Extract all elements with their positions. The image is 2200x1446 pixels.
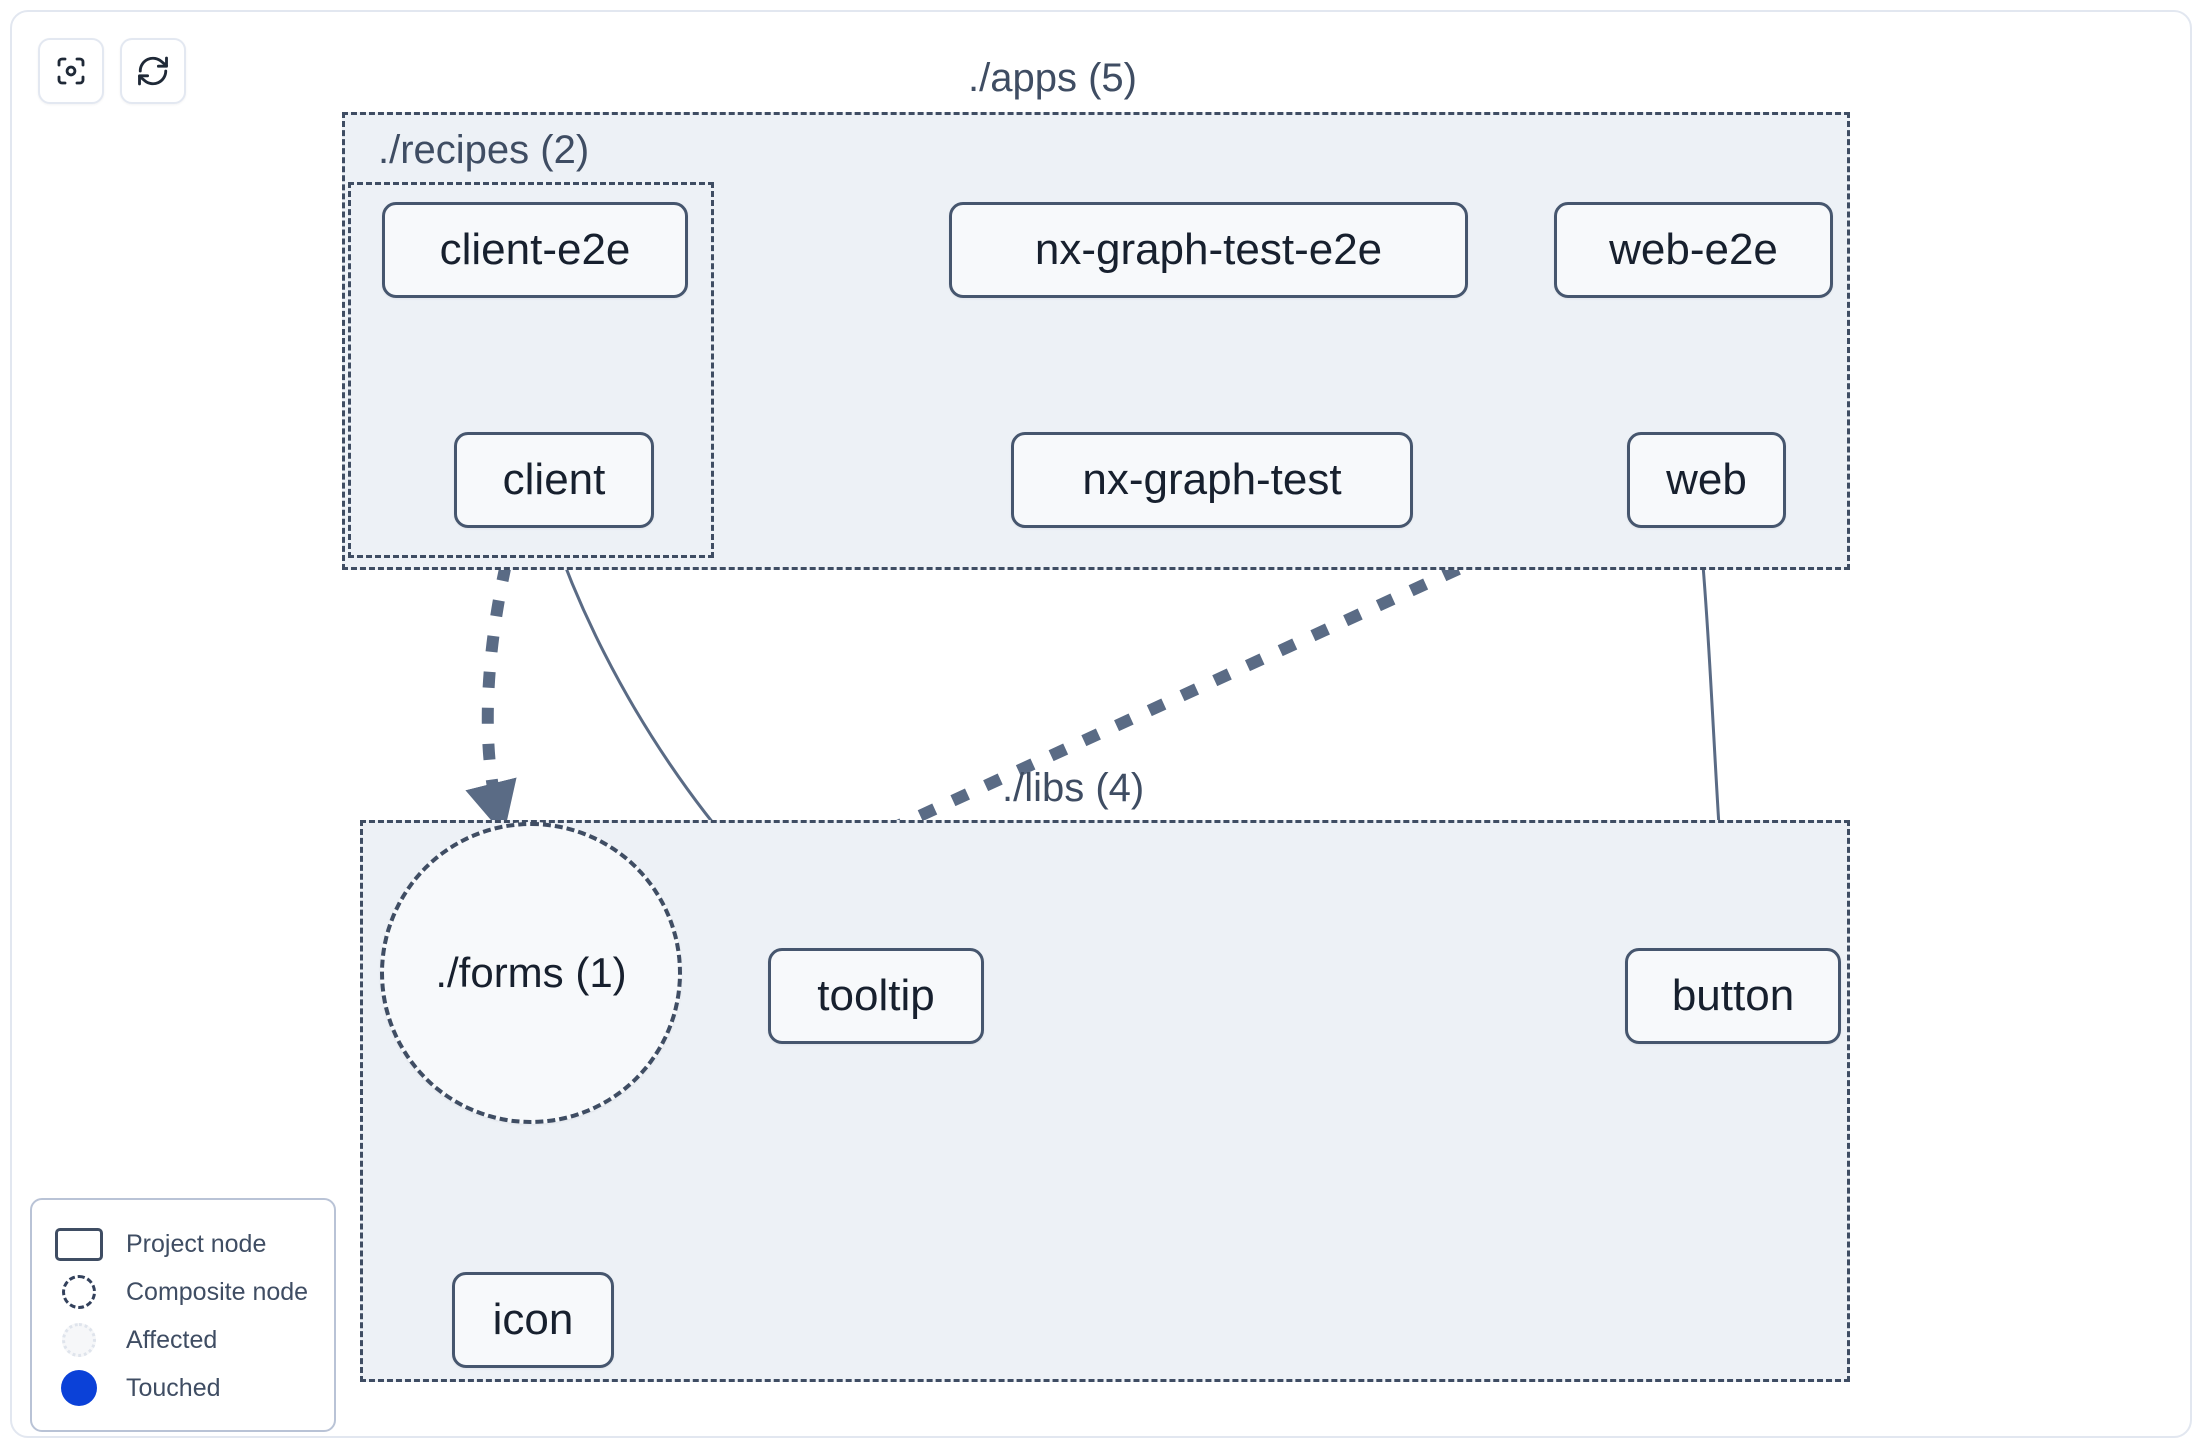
legend-label-touched: Touched bbox=[126, 1373, 221, 1402]
group-apps-label: ./apps (5) bbox=[968, 56, 1137, 100]
focus-target-icon bbox=[53, 53, 89, 89]
graph-node-web[interactable]: web bbox=[1627, 432, 1786, 528]
graph-legend: Project node Composite node Affected Tou… bbox=[30, 1198, 336, 1432]
graph-node-client-e2e[interactable]: client-e2e bbox=[382, 202, 688, 298]
graph-toolbar bbox=[38, 38, 186, 104]
touched-swatch bbox=[54, 1370, 104, 1406]
legend-label-project-node: Project node bbox=[126, 1229, 267, 1258]
graph-node-button[interactable]: button bbox=[1625, 948, 1841, 1044]
composite-node-swatch bbox=[54, 1275, 104, 1309]
refresh-graph-button[interactable] bbox=[120, 38, 186, 104]
focus-graph-button[interactable] bbox=[38, 38, 104, 104]
legend-item-project-node: Project node bbox=[54, 1220, 312, 1268]
legend-label-composite-node: Composite node bbox=[126, 1277, 309, 1306]
legend-label-affected: Affected bbox=[126, 1325, 218, 1354]
graph-node-nx-graph-test-e2e[interactable]: nx-graph-test-e2e bbox=[949, 202, 1468, 298]
group-libs-label: ./libs (4) bbox=[1002, 766, 1145, 810]
legend-item-composite-node: Composite node bbox=[54, 1268, 312, 1316]
project-node-swatch bbox=[54, 1227, 104, 1261]
graph-node-client[interactable]: client bbox=[454, 432, 654, 528]
group-recipes-label: ./recipes (2) bbox=[378, 128, 590, 172]
affected-swatch bbox=[54, 1323, 104, 1357]
legend-item-touched: Touched bbox=[54, 1364, 312, 1412]
refresh-sync-icon bbox=[135, 53, 171, 89]
graph-node-icon[interactable]: icon bbox=[452, 1272, 614, 1368]
legend-item-affected: Affected bbox=[54, 1316, 312, 1364]
graph-node-forms-composite[interactable]: ./forms (1) bbox=[380, 822, 682, 1124]
graph-node-tooltip[interactable]: tooltip bbox=[768, 948, 984, 1044]
graph-node-web-e2e[interactable]: web-e2e bbox=[1554, 202, 1833, 298]
group-recipes[interactable] bbox=[348, 182, 714, 558]
graph-node-nx-graph-test[interactable]: nx-graph-test bbox=[1011, 432, 1413, 528]
